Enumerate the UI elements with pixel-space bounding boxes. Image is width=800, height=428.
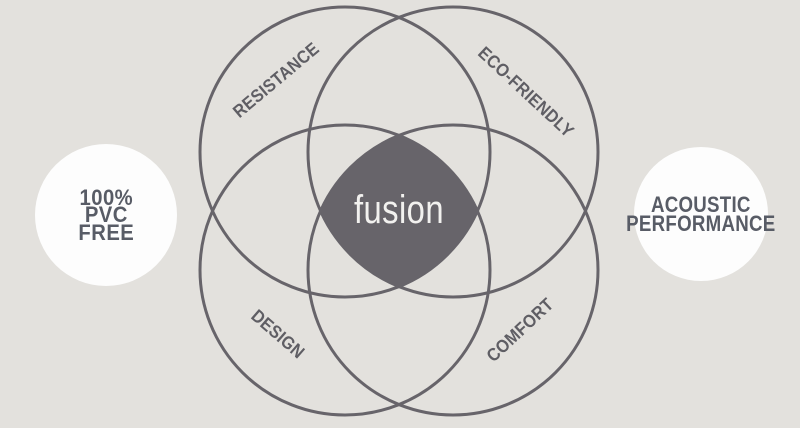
fusion-core-shape	[320, 135, 478, 287]
badge-line: 100%	[79, 184, 133, 210]
venn-circle-design	[198, 123, 492, 417]
venn-circle-eco-friendly	[306, 5, 600, 299]
acoustic-performance-badge-text: ACOUSTIC PERFORMANCE	[626, 192, 776, 236]
badge-line: PERFORMANCE	[626, 211, 776, 236]
fusion-label: fusion	[354, 187, 444, 232]
pvc-free-badge-text: 100% PVC FREE	[78, 184, 134, 245]
venn-label-design: DESIGN	[247, 306, 308, 363]
badge-line: FREE	[78, 219, 134, 245]
venn-label-resistance: RESISTANCE	[229, 39, 323, 122]
pvc-free-badge: 100% PVC FREE	[35, 144, 177, 286]
badge-line: ACOUSTIC	[651, 192, 751, 217]
acoustic-performance-badge: ACOUSTIC PERFORMANCE	[626, 147, 775, 281]
venn-circle-comfort	[306, 123, 600, 417]
venn-label-comfort: COMFORT	[483, 294, 558, 366]
badge-line: PVC	[84, 202, 128, 228]
venn-circle-resistance	[198, 5, 492, 299]
